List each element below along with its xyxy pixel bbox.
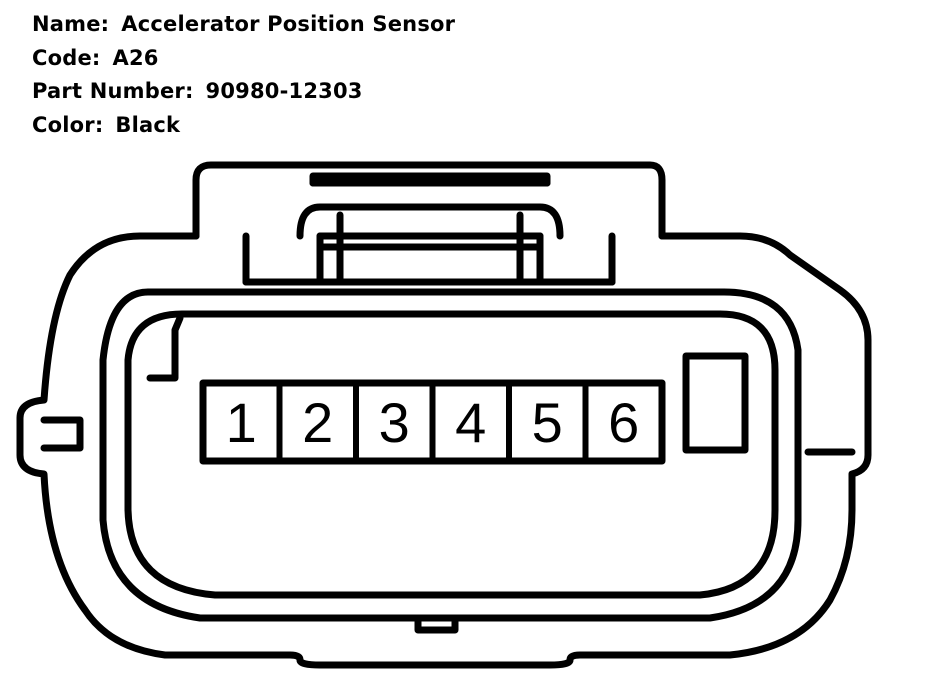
name-row: Name: Accelerator Position Sensor [32,8,455,42]
code-label: Code: [32,45,101,70]
code-row: Code: A26 [32,42,455,76]
pin-6-label: 6 [608,391,639,454]
pin-5-label: 5 [532,391,563,454]
pin-2-label: 2 [302,391,333,454]
cavity-left-key [146,314,184,382]
cavity-right-key [682,352,749,454]
name-value: Accelerator Position Sensor [121,12,456,36]
connector-cavity [124,310,779,599]
connector-bottom-notch [414,614,459,634]
pin-4-label: 4 [455,391,486,454]
pin-3-label: 3 [379,391,410,454]
connector-outer-shell [16,232,872,669]
part-number-row: Part Number: 90980-12303 [32,75,455,109]
connector-inner-shell [99,288,802,622]
connector-info: Name: Accelerator Position Sensor Code: A2… [32,8,455,142]
connector-left-tab [40,416,84,452]
connector-top-latch [192,161,666,240]
code-value: A26 [112,45,159,70]
color-value: Black [115,112,181,137]
color-label: Color: [32,112,104,137]
part-number-label: Part Number: [32,79,194,103]
part-number-value: 90980-12303 [205,79,363,103]
connector-latch-window [296,203,564,240]
name-label: Name: [32,12,110,36]
pin-1-label: 1 [226,391,257,454]
color-row: Color: Black [32,109,455,143]
